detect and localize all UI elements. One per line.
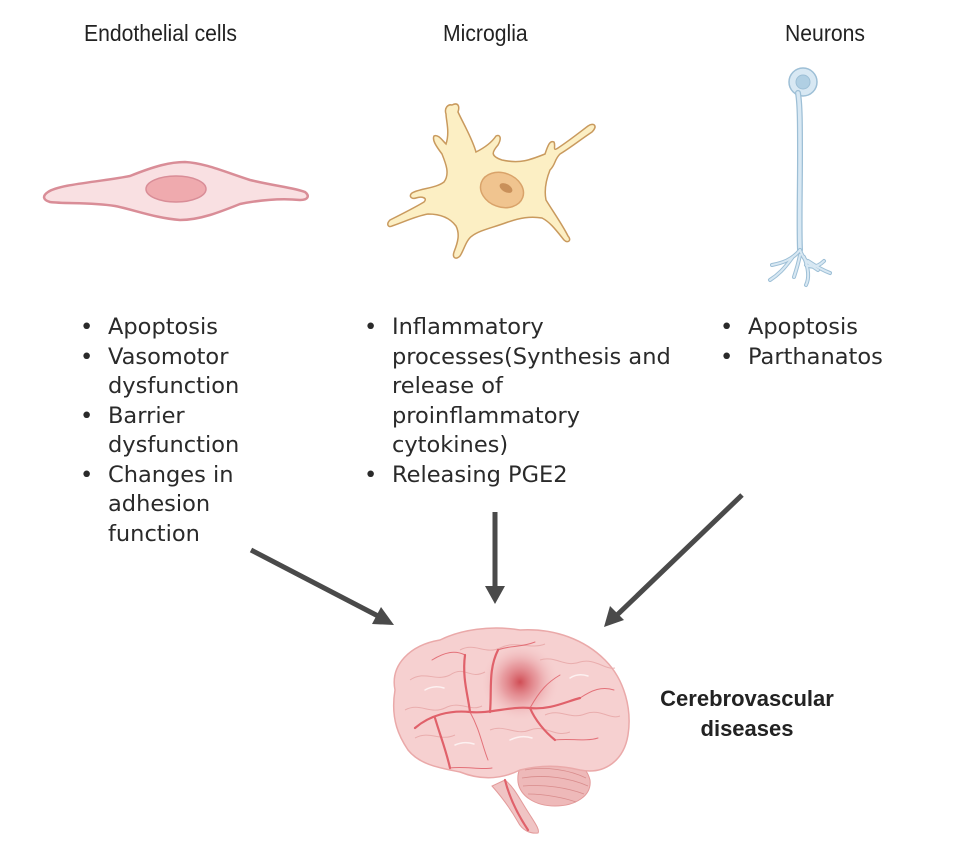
list-item: •Barrier dysfunction (80, 402, 240, 459)
outcome-label-line1: Cerebrovascular (660, 686, 834, 711)
bullet-icon: • (364, 314, 378, 340)
arrow-microglia-to-brain (485, 512, 505, 604)
bullet-icon: • (80, 343, 94, 370)
list-item: •Changes in adhesion function (80, 461, 234, 547)
outcome-label-line2: diseases (700, 716, 794, 741)
microglia-effects-list: •Inflammatory processes(Synthesis and re… (362, 313, 672, 490)
list-item: •Vasomotor dysfunction (80, 343, 240, 400)
bullet-icon: • (80, 402, 94, 429)
endothelial-cell-icon (42, 160, 309, 222)
arrow-endothelial-to-brain (249, 547, 394, 625)
neuron-effects-list: •Apoptosis •Parthanatos (718, 313, 948, 372)
bullet-icon: • (80, 461, 94, 488)
list-item: •Apoptosis (78, 313, 298, 343)
heading-endothelial-cells: Endothelial cells (84, 20, 237, 46)
endothelial-effects-list: •Apoptosis •Vasomotor dysfunction •Barri… (78, 313, 298, 549)
bullet-icon: • (364, 461, 378, 488)
microglia-cell-icon (387, 103, 596, 259)
bullet-icon: • (80, 314, 94, 340)
list-item: •Parthanatos (718, 343, 948, 373)
outcome-label: Cerebrovascular diseases (652, 684, 842, 744)
list-item: •Inflammatory processes(Synthesis and re… (364, 314, 671, 458)
bullet-icon: • (720, 343, 734, 370)
arrow-neurons-to-brain (604, 493, 744, 627)
neuron-cell-icon (768, 67, 832, 287)
bullet-icon: • (720, 314, 734, 340)
list-item: •Apoptosis (718, 313, 948, 343)
heading-neurons: Neurons (785, 20, 865, 46)
list-item: •Releasing PGE2 (362, 461, 672, 491)
heading-microglia: Microglia (443, 20, 528, 46)
brain-icon (392, 627, 630, 834)
